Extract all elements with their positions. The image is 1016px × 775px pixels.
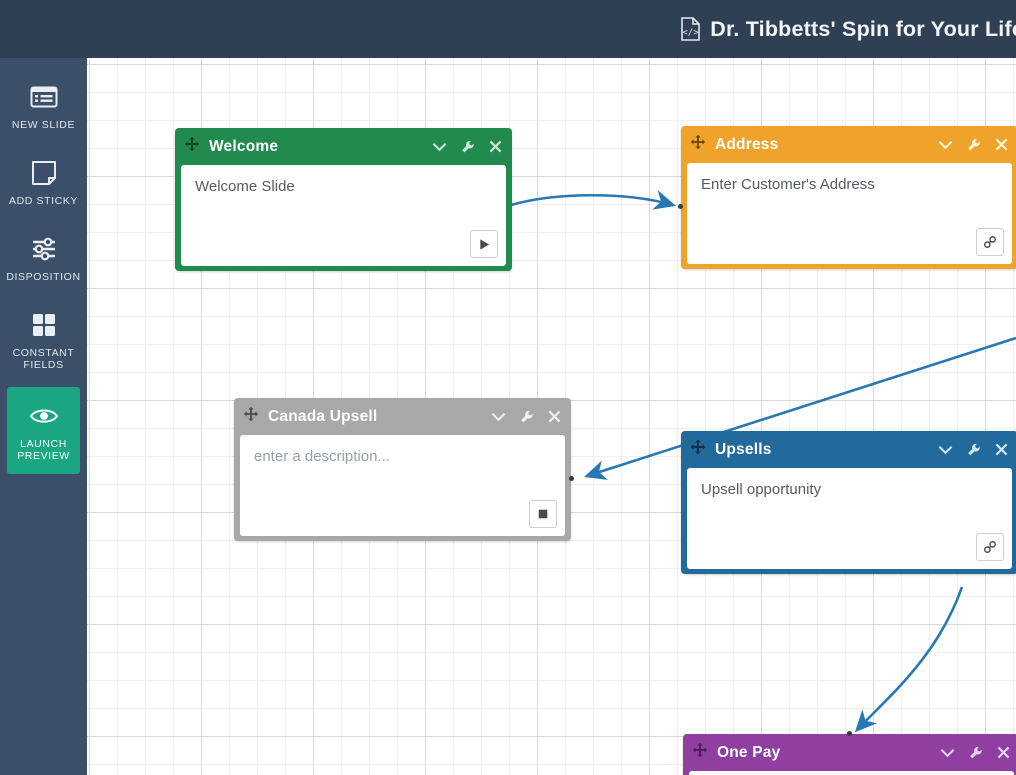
sidebar-item-disposition[interactable]: Disposition [0,224,87,300]
edge-welcome-address [510,190,677,210]
flow-canvas[interactable]: Welcome Welcome Slide Address [87,58,1016,775]
sidebar-item-label: Constant Fields [12,347,75,371]
node-input-port[interactable] [847,731,852,736]
close-icon[interactable] [995,443,1008,456]
document-code-icon: </> [680,17,701,41]
grid-squares-icon [29,310,59,340]
sticky-note-icon [29,158,59,188]
node-input-port[interactable] [678,204,683,209]
node-title: Address [715,135,779,153]
close-icon[interactable] [548,410,561,423]
node-header[interactable]: Welcome [175,128,512,165]
move-arrows-icon[interactable] [184,136,200,157]
node-title: Welcome [209,137,279,155]
node-body[interactable] [689,771,1014,775]
node-body[interactable]: Welcome Slide [181,165,506,266]
sidebar-item-add-sticky[interactable]: Add Sticky [0,148,87,224]
node-header[interactable]: Address [681,126,1016,163]
slide-list-icon [29,82,59,112]
node-body[interactable]: enter a description... [240,435,565,536]
move-arrows-icon[interactable] [243,406,259,427]
move-arrows-icon[interactable] [690,134,706,155]
close-icon[interactable] [995,138,1008,151]
node-header[interactable]: Canada Upsell [234,398,571,435]
stop-icon[interactable] [529,500,557,528]
chevron-down-icon[interactable] [432,142,447,152]
node-header[interactable]: One Pay [683,734,1016,771]
node-canada-upsell[interactable]: Canada Upsell enter a description... [234,398,574,541]
sidebar-item-label: Add Sticky [8,195,78,207]
node-body-text: enter a description... [254,448,390,465]
svg-text:</>: </> [683,28,700,38]
node-one-pay[interactable]: One Pay [683,731,1016,775]
sidebar-item-label: Launch Preview [17,438,70,462]
node-output-port[interactable] [569,476,574,481]
sidebar-item-launch-preview[interactable]: Launch Preview [7,387,80,474]
chevron-down-icon[interactable] [940,748,955,758]
link-icon[interactable] [976,228,1004,256]
wrench-icon[interactable] [967,138,981,152]
node-body-text: Welcome Slide [195,178,295,195]
move-arrows-icon[interactable] [692,742,708,763]
link-icon[interactable] [976,533,1004,561]
node-title: One Pay [717,743,781,761]
node-welcome[interactable]: Welcome Welcome Slide [175,128,512,271]
sidebar-item-constant-fields[interactable]: Constant Fields [0,300,87,379]
play-icon[interactable] [470,230,498,258]
node-header[interactable]: Upsells [681,431,1016,468]
node-body-text: Upsell opportunity [701,481,822,498]
move-arrows-icon[interactable] [690,439,706,460]
sidebar-item-label: Disposition [6,271,81,283]
close-icon[interactable] [489,140,502,153]
node-title: Upsells [715,440,772,458]
sliders-icon [29,234,59,264]
node-title: Canada Upsell [268,407,378,425]
wrench-icon[interactable] [969,746,983,760]
chevron-down-icon[interactable] [938,140,953,150]
wrench-icon[interactable] [967,443,981,457]
chevron-down-icon[interactable] [491,412,506,422]
wrench-icon[interactable] [520,410,534,424]
node-upsells[interactable]: Upsells Upsell opportunity [681,431,1016,574]
node-body[interactable]: Enter Customer's Address [687,163,1012,264]
left-toolbar: New Slide Add Sticky Disposition [0,58,87,775]
node-body[interactable]: Upsell opportunity [687,468,1012,569]
app-title-group: </> Dr. Tibbetts' Spin for Your Life [680,17,1016,42]
edge-upsells-one-pay [854,586,964,733]
eye-icon [29,401,59,431]
wrench-icon[interactable] [461,140,475,154]
chevron-down-icon[interactable] [938,445,953,455]
node-body-text: Enter Customer's Address [701,176,875,193]
page-title: Dr. Tibbetts' Spin for Your Life [710,16,1016,41]
sidebar-item-new-slide[interactable]: New Slide [0,72,87,148]
app-header: </> Dr. Tibbetts' Spin for Your Life [0,0,1016,58]
node-address[interactable]: Address Enter Customer's Address [678,126,1016,269]
sidebar-item-label: New Slide [11,119,76,131]
close-icon[interactable] [997,746,1010,759]
